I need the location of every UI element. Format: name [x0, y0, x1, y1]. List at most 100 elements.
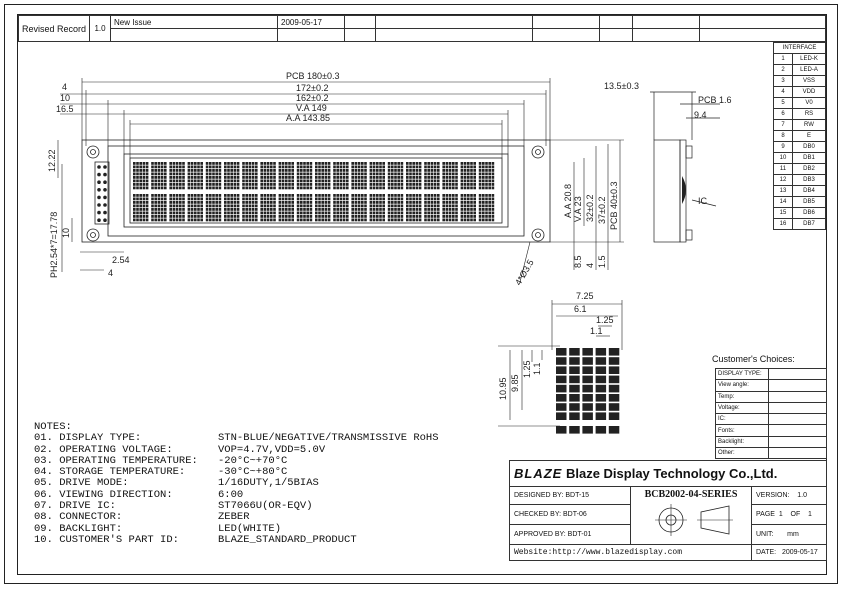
- mount-hole-br: [531, 228, 545, 242]
- connector-pin: [97, 165, 101, 169]
- character-cell: [351, 162, 367, 190]
- outer-frame: [4, 4, 838, 584]
- note-key: 08. CONNECTOR:: [34, 511, 123, 524]
- character-cell: [333, 194, 349, 222]
- choice-value: [768, 435, 827, 449]
- note-row: 01. DISPLAY TYPE:STN-BLUE/NEGATIVE/TRANS…: [34, 432, 439, 445]
- customer-choice-row: DISPLAY TYPE:: [715, 367, 827, 381]
- date-value: 2009-05-17: [781, 549, 818, 556]
- character-cell: [169, 162, 185, 190]
- character-cell: [296, 162, 313, 190]
- character-cell: [442, 162, 458, 190]
- connector-pin: [103, 188, 107, 192]
- dim-holes: 4*Ø3.5: [513, 258, 536, 287]
- character-cell: [242, 162, 258, 190]
- dim-16-5: 16.5: [56, 104, 74, 114]
- matrix-dot: [608, 366, 620, 374]
- revision-table: Revised Record 1.0 New Issue 2009-05-17: [17, 15, 826, 42]
- character-cell: [424, 162, 440, 190]
- bezel-outline: [107, 145, 525, 237]
- page-cell: PAGE 1 OF 1: [751, 504, 827, 525]
- matrix-dot: [569, 394, 580, 402]
- note-value: STN-BLUE/NEGATIVE/TRANSMISSIVE RoHS: [218, 432, 439, 445]
- matrix-dot: [556, 384, 567, 393]
- dot-dim-1-25v: 1.25: [522, 360, 532, 378]
- character-cell: [478, 162, 495, 190]
- matrix-dot: [595, 403, 607, 411]
- matrix-dot: [595, 348, 607, 356]
- cursor-dot: [582, 426, 593, 434]
- character-cell: [315, 162, 331, 190]
- character-cell: [478, 194, 495, 222]
- matrix-dot: [582, 375, 593, 384]
- choice-label: IC:: [715, 413, 769, 426]
- matrix-dot: [569, 357, 580, 365]
- connector-pin: [97, 203, 101, 207]
- customer-choices-title: Customer's Choices:: [712, 354, 795, 364]
- dim-4b: 4: [108, 268, 113, 278]
- note-key: 07. DRIVE IC:: [34, 500, 116, 513]
- matrix-dot: [556, 412, 567, 420]
- customer-choice-row: View angle:: [715, 379, 827, 392]
- character-cell: [242, 194, 258, 222]
- dot-dim-6-1: 6.1: [574, 304, 587, 314]
- choice-value: [768, 447, 827, 460]
- company-name: Blaze Display Technology Co.,Ltd.: [565, 466, 778, 481]
- note-value: LED(WHITE): [218, 522, 282, 535]
- dim-side-13-5: 13.5±0.3: [604, 81, 639, 91]
- connector-pin: [97, 172, 101, 177]
- dot-dim-1-25: 1.25: [596, 315, 614, 325]
- dim-aa-height: A.A 20.8: [563, 184, 573, 218]
- choice-label: Fonts:: [715, 424, 769, 437]
- choice-label: View angle:: [715, 379, 769, 392]
- note-value: -30°C~+80°C: [218, 466, 288, 479]
- character-cell: [369, 194, 385, 222]
- date-label: DATE:: [756, 549, 777, 556]
- date-cell: DATE: 2009-05-17: [751, 544, 827, 561]
- matrix-dot: [582, 403, 593, 411]
- character-cell: [406, 194, 422, 222]
- matrix-dot: [595, 384, 607, 393]
- character-cell: [296, 194, 313, 222]
- pin-signal: DB2: [792, 163, 826, 175]
- choice-label: Temp:: [715, 390, 769, 403]
- notes-block: NOTES: 01. DISPLAY TYPE:STN-BLUE/NEGATIV…: [34, 421, 439, 546]
- character-cell: [369, 162, 385, 190]
- note-key: 09. BACKLIGHT:: [34, 522, 123, 535]
- character-cell: [224, 194, 240, 222]
- connector-pin: [97, 195, 101, 200]
- note-row: 04. STORAGE TEMPERATURE:-30°C~+80°C: [34, 466, 439, 479]
- note-key: 03. OPERATING TEMPERATURE:: [34, 454, 198, 467]
- note-row: 09. BACKLIGHT: LED(WHITE): [34, 522, 439, 535]
- dim-12-22: 12.22: [47, 149, 57, 172]
- character-cell: [460, 194, 476, 222]
- version-value: 1.0: [797, 492, 807, 499]
- note-value: 1/16DUTY,1/5BIAS: [218, 477, 319, 490]
- character-cell: [460, 162, 476, 190]
- dim-32: 32±0.2: [585, 195, 595, 222]
- matrix-dot: [569, 412, 580, 420]
- character-cell: [260, 162, 276, 190]
- dim-1-5: 1.5: [597, 255, 607, 268]
- dim-4c: 4: [585, 263, 595, 268]
- note-value: ZEBER: [218, 511, 250, 524]
- matrix-dot: [569, 384, 580, 393]
- customer-choice-row: Backlight:: [715, 435, 827, 449]
- matrix-dot: [608, 412, 620, 420]
- dim-162: 162±0.2: [296, 93, 328, 103]
- character-cell: [278, 194, 294, 222]
- matrix-dot: [556, 403, 567, 411]
- connector-pin: [97, 180, 101, 184]
- dim-10b: 10: [61, 228, 71, 238]
- matrix-dot: [582, 348, 593, 356]
- cursor-dot: [608, 426, 620, 434]
- matrix-dot: [595, 394, 607, 402]
- revision-label: Revised Record: [17, 15, 91, 42]
- matrix-dot: [556, 348, 567, 356]
- website: Website:http://www.blazedisplay.com: [509, 544, 752, 561]
- dim-pcb-height: PCB 40±0.3: [609, 182, 619, 230]
